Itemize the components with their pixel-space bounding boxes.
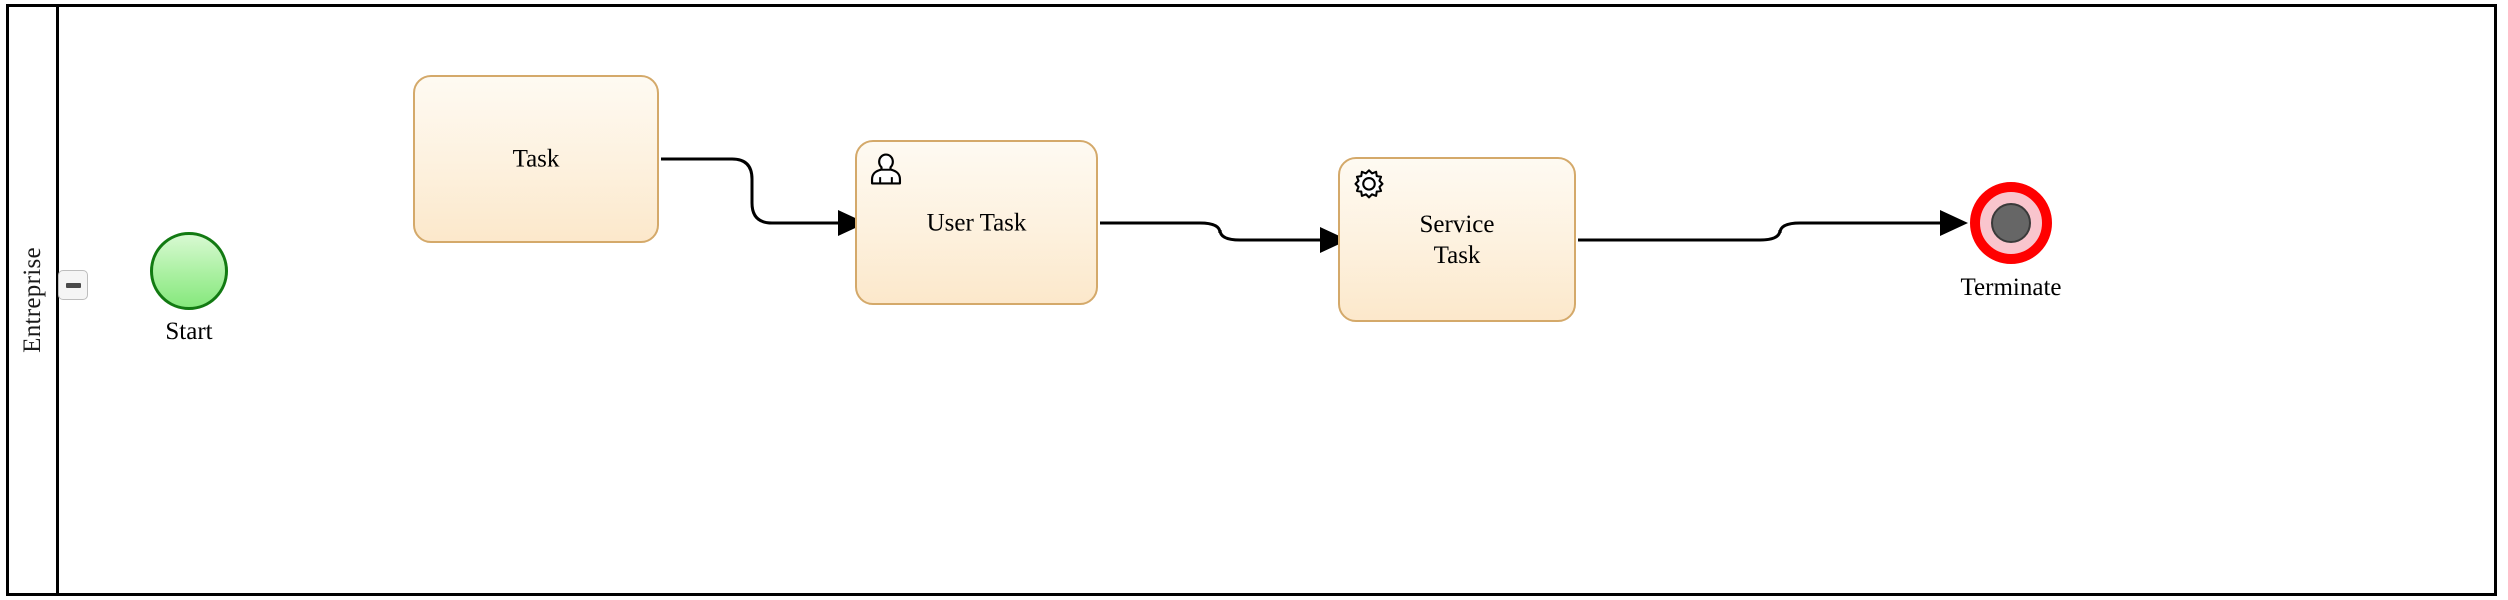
start-event-circle [150,232,228,310]
pool-header[interactable]: Entreprise [9,7,59,593]
pool-entreprise[interactable]: Entreprise [6,4,2497,596]
terminate-event-label: Terminate [1960,274,2062,301]
collapse-pool-button[interactable] [58,270,88,300]
pool-label: Entreprise [18,247,46,353]
task-label: Task [512,145,560,173]
task-activity[interactable]: Task [413,75,659,243]
minus-icon [65,282,81,288]
service-task-activity[interactable]: Service Task [1338,157,1576,322]
start-event-label: Start [165,318,213,345]
end-event-ring [1970,182,2052,264]
user-icon [870,153,902,185]
terminate-end-event[interactable]: Terminate [1961,182,2061,301]
gear-icon [1354,169,1384,199]
service-task-label: Service Task [1419,210,1495,269]
user-task-activity[interactable]: User Task [855,140,1098,305]
terminate-marker-icon [1991,203,2031,243]
start-event[interactable]: Start [150,232,228,345]
user-task-label: User Task [926,208,1027,236]
